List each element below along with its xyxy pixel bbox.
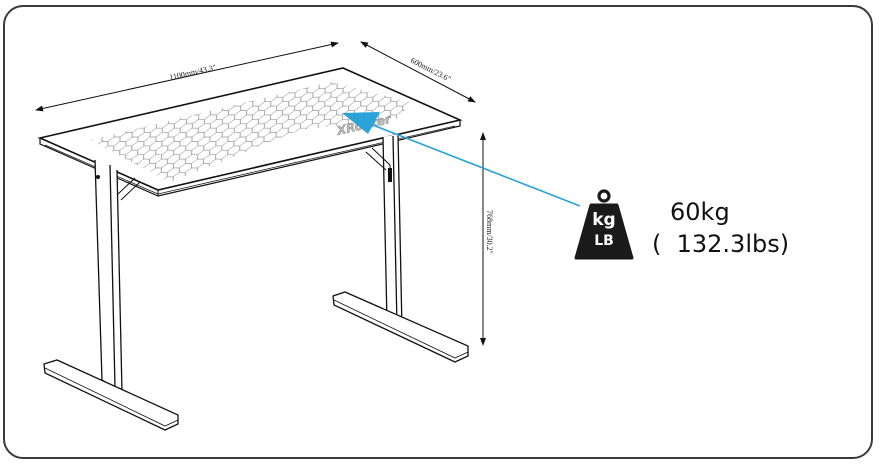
height-label: 768mm/30.2" — [485, 210, 494, 254]
height-dimension: 768mm/30.2" — [480, 132, 494, 346]
load-capacity-lbs: ( 132.3lbs) — [652, 230, 790, 258]
depth-label: 600mm/23.6" — [409, 56, 452, 84]
weight-icon — [574, 189, 634, 260]
load-arrow — [342, 112, 581, 207]
left-leg — [43, 159, 179, 431]
weight-icon-kg-label: kg — [592, 210, 616, 230]
right-leg — [332, 133, 469, 363]
load-capacity-kg: 60kg — [670, 198, 730, 226]
width-label: 1100mm/43.3" — [168, 63, 216, 82]
weight-icon-lb-label: LB — [594, 233, 614, 249]
